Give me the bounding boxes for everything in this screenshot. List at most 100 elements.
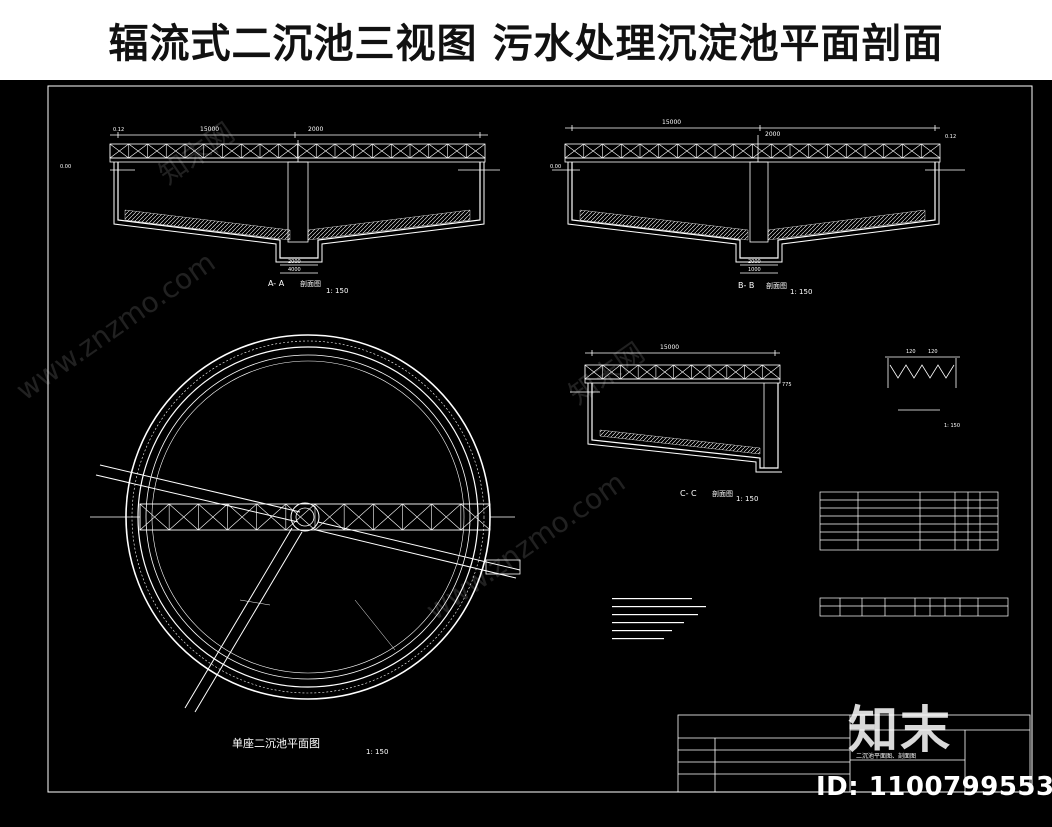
aa-dim-main: 15000 — [200, 126, 219, 133]
truss-bay — [428, 143, 448, 159]
aa-scale: 1: 150 — [326, 287, 348, 295]
truss-bay — [733, 143, 753, 159]
truss-bay — [259, 143, 279, 159]
truss-bay — [168, 503, 199, 531]
truss-bay — [677, 143, 697, 159]
equipment-table — [819, 491, 999, 551]
truss-bay — [726, 364, 745, 380]
truss-bay — [902, 143, 922, 159]
truss-bay — [883, 143, 903, 159]
bb-dim-main: 15000 — [662, 119, 681, 126]
truss-bay — [343, 503, 374, 531]
weir-scale: 1: 150 — [944, 423, 960, 429]
truss-plan — [139, 503, 491, 531]
aa-dim-bottom-2: 4000 — [288, 267, 301, 273]
notes-block — [612, 598, 706, 640]
truss-bay — [583, 143, 603, 159]
cc-dim-main: 15000 — [660, 344, 679, 351]
aa-caption: 剖面图 — [300, 279, 321, 288]
truss-bay — [714, 143, 734, 159]
aa-elev-top: 0.12 — [113, 127, 124, 133]
material-table — [819, 597, 1009, 617]
truss-bay — [761, 364, 781, 380]
aa-dim-center: 2000 — [308, 126, 323, 133]
section-cc — [570, 350, 782, 473]
weir-dim-right: 120 — [928, 349, 938, 355]
truss-bay — [620, 364, 639, 380]
truss-bay — [285, 503, 316, 531]
truss-bay — [203, 143, 223, 159]
cc-scale: 1: 150 — [736, 495, 758, 503]
truss-bay — [353, 143, 373, 159]
bb-elev-side: 0.00 — [550, 164, 561, 170]
truss-bay — [602, 364, 621, 380]
truss-bay — [564, 143, 584, 159]
truss-bay — [620, 143, 641, 159]
truss-bay — [789, 143, 809, 159]
title-banner: 辐流式二沉池三视图 污水处理沉淀池平面剖面 — [0, 0, 1052, 80]
truss-bay — [256, 503, 287, 531]
plan-caption: 单座二沉池平面图 — [232, 736, 320, 750]
plan-view — [90, 334, 521, 713]
cad-drawing: 15000 2000 0.12 0.00 2000 4000 A- A 剖面图 … — [47, 85, 1033, 793]
truss-bay — [431, 503, 462, 531]
truss-bay — [314, 503, 345, 531]
truss-bay — [165, 143, 186, 159]
truss-bay — [372, 143, 392, 159]
truss-bay — [637, 364, 657, 380]
truss-bay — [655, 364, 674, 380]
truss-bay — [222, 143, 242, 159]
truss-bay — [827, 143, 847, 159]
truss-bay — [695, 143, 716, 159]
cc-dim-side: 775 — [782, 382, 792, 388]
truss-bay — [409, 143, 429, 159]
bb-caption: 剖面图 — [766, 281, 787, 290]
truss-cc — [584, 364, 781, 380]
cc-label: C- C — [680, 489, 697, 498]
aa-label: A- A — [268, 279, 285, 288]
bb-scale: 1: 150 — [790, 288, 812, 296]
aa-dim-bottom-1: 2000 — [288, 259, 301, 265]
truss-bay — [278, 143, 298, 159]
truss-bay — [128, 143, 148, 159]
truss-bay — [460, 503, 491, 531]
bb-dim-bottom-1: 2000 — [748, 259, 761, 265]
weir-detail — [885, 356, 960, 411]
truss-bay — [770, 143, 791, 159]
truss-bay — [373, 503, 403, 531]
truss-bay — [184, 143, 204, 159]
truss-bay — [639, 143, 659, 159]
truss-bay — [139, 503, 170, 531]
truss-bay — [447, 143, 467, 159]
aa-elev-side: 0.00 — [60, 164, 71, 170]
title-block-drawing-name: 二沉池平面图、剖面图 — [856, 752, 916, 760]
plan-scale: 1: 150 — [366, 748, 388, 756]
bb-elev-top: 0.12 — [945, 134, 956, 140]
truss-bay — [334, 143, 354, 159]
truss-bay — [691, 364, 710, 380]
truss-bay — [315, 143, 336, 159]
truss-bay — [147, 143, 167, 159]
truss-bay — [297, 143, 317, 159]
weir-dim-left: 120 — [906, 349, 916, 355]
truss-bay — [658, 143, 678, 159]
truss-bb — [564, 143, 941, 159]
truss-bay — [752, 143, 772, 159]
truss-bay — [198, 503, 228, 531]
title-block — [677, 714, 1031, 793]
truss-bay — [864, 143, 884, 159]
truss-bay — [845, 143, 866, 159]
truss-bay — [602, 143, 622, 159]
truss-bay — [584, 364, 603, 380]
bb-dim-bottom-2: 1000 — [748, 267, 761, 273]
truss-bay — [402, 503, 432, 531]
section-bb — [552, 125, 965, 274]
truss-bay — [109, 143, 129, 159]
truss-bay — [744, 364, 763, 380]
truss-bay — [227, 503, 257, 531]
bb-dim-center: 2000 — [765, 131, 780, 138]
watermark-id: ID: 1100799553 — [816, 772, 1052, 802]
bb-label: B- B — [738, 281, 754, 290]
truss-bay — [240, 143, 261, 159]
truss-bay — [673, 364, 692, 380]
